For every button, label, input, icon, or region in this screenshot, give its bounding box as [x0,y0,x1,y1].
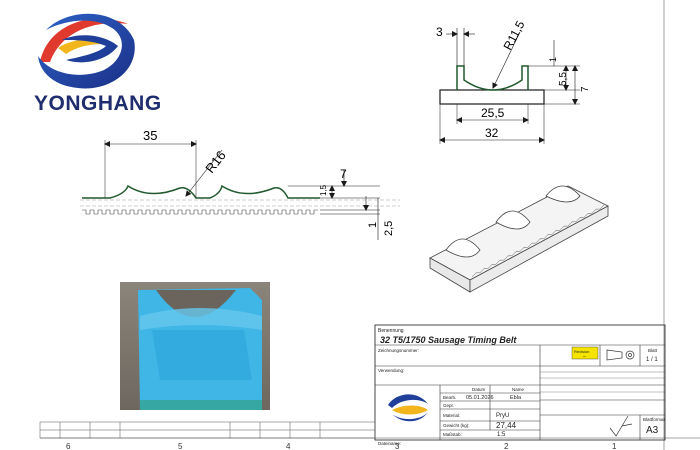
cross-section-profile [456,65,529,91]
datum-value: 05.01.2026 [466,395,494,401]
dim-pitch: 35 [143,128,157,143]
drawing-title: 32 T5/1750 Sausage Timing Belt [380,335,517,345]
isometric-view [429,185,609,293]
grid-number-1: 1 [612,442,617,450]
side-view-profile [82,184,320,199]
dim-height-3: 7 [580,86,591,92]
revision-value: – [583,354,586,360]
revision-highlight [571,346,599,360]
label-dateiname: Dateiname: [378,441,401,446]
label-revision: Revision [574,349,589,354]
grid-number-4: 4 [286,442,291,450]
label-zeichnungsnummer: Zeichnungsnummer: [378,348,419,353]
dim-side-thickness: 1,5 [319,184,328,196]
logo-blue-ring [38,13,135,89]
brand-name: YONGHANG [34,92,162,115]
side-view [80,140,400,240]
cross-section-view [439,28,580,144]
belt-photo [120,282,270,410]
dim-side-height: 7 [340,167,347,181]
grid-number-2: 2 [504,442,509,450]
label-benennung: Benennung [378,328,404,334]
dim-inner-width: 25,5 [481,106,505,120]
label-bearb: Bearb. [443,395,456,400]
revision-strip [39,421,376,439]
label-name: Name [512,387,525,392]
dim-total-width: 32 [485,126,499,140]
brand-logo [38,13,135,89]
side-view-teeth [82,209,318,215]
label-massstab: Maßstab: [443,432,462,437]
dim-flange-width: 3 [436,25,443,39]
label-blatt: Blatt [648,348,658,353]
label-material: Material: [443,413,460,418]
title-block [374,324,666,441]
massstab-value: 1:5 [497,432,506,438]
logo-blue-core [62,35,118,63]
dim-height-1: 1 [548,57,558,62]
material-value: PryU [496,413,509,419]
label-gepr: Gepr. [443,403,454,408]
grid-number-5: 5 [178,442,183,450]
blatt-value: 1 / 1 [646,357,658,363]
projection-symbol-icon [606,349,635,361]
label-blattformat: Blattformat [643,417,666,422]
dim-side-total: 2,5 [383,221,395,236]
dim-cradle-radius: R11,5 [501,18,528,52]
label-verwendung: Verwendung: [378,368,404,373]
grid-number-3: 3 [395,442,400,450]
name-value: Ebla [510,395,522,401]
surface-finish-icon [609,415,633,437]
cross-section-base [439,89,545,105]
dim-height-2: 5,5 [558,72,569,86]
blattformat-value: A3 [646,425,659,436]
dim-side-tooth: 1 [367,222,379,228]
title-block-logo [388,394,428,422]
gewicht-value: 27,44 [496,421,517,430]
label-gewicht: Gewicht (kg): [443,423,470,428]
dim-side-radius: R16 [202,148,229,176]
logo-red-swoosh [40,18,128,62]
label-datum: Datum [472,387,486,392]
grid-number-6: 6 [66,442,71,450]
